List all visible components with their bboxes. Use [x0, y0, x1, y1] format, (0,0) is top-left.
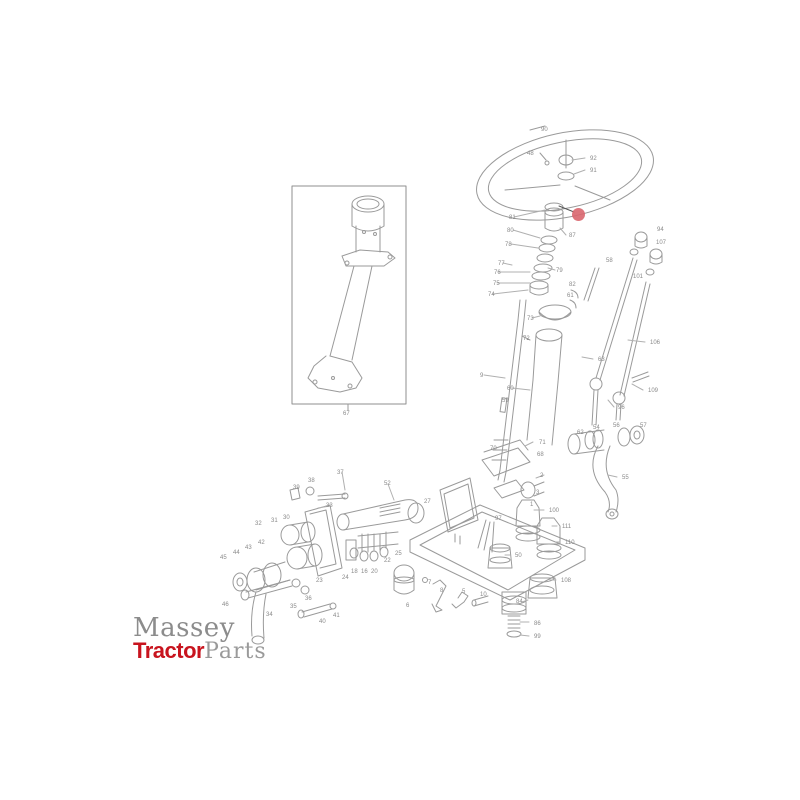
part-label: 92: [590, 156, 597, 162]
part-label: 50: [515, 553, 522, 559]
part-label: 5: [462, 589, 466, 595]
logo-parts: Parts: [204, 639, 267, 664]
part-label: 90: [541, 127, 548, 133]
part-label: 38: [308, 478, 315, 484]
part-label: 18: [351, 569, 358, 575]
part-label: 99: [534, 634, 541, 640]
part-label: 31: [271, 518, 278, 524]
part-label: 24: [342, 575, 349, 581]
part-label: 8: [440, 588, 444, 594]
part-label: 32: [255, 521, 262, 527]
part-label: 77: [498, 261, 505, 267]
part-label: 86: [534, 621, 541, 627]
logo-tractor: Tractor: [133, 638, 205, 663]
part-label: 82: [569, 282, 576, 288]
part-label: 100: [549, 508, 560, 514]
part-label: 62: [577, 430, 584, 436]
part-label: 44: [233, 550, 240, 556]
part-label: 36: [305, 596, 312, 602]
part-label: 10: [480, 592, 487, 598]
part-label: 94: [657, 227, 664, 233]
brand-logo: Massey TractorParts: [133, 613, 267, 664]
part-label: 25: [395, 551, 402, 557]
part-label: 59: [502, 398, 509, 404]
selector-detents: [478, 500, 561, 637]
part-label: 108: [561, 578, 572, 584]
steering-wheel: [468, 115, 662, 235]
part-label: 73: [527, 316, 534, 322]
part-label: 71: [539, 440, 546, 446]
part-label: 46: [222, 602, 229, 608]
part-label: 55: [622, 475, 629, 481]
part-label: 2: [540, 473, 544, 479]
inset-caption: 67: [343, 411, 350, 417]
part-label: 7: [428, 580, 432, 586]
part-label: 16: [361, 569, 368, 575]
part-label: 3: [536, 490, 540, 496]
part-label: 33: [326, 503, 333, 509]
part-label: 54: [593, 425, 600, 431]
part-label: 68: [537, 452, 544, 458]
part-label: 75: [493, 281, 500, 287]
part-label: 111: [562, 524, 572, 530]
part-label: 9: [480, 373, 484, 379]
part-label: 109: [648, 388, 659, 394]
steering-column-parts: [492, 203, 574, 482]
part-label: 63: [598, 357, 605, 363]
part-label: 37: [337, 470, 344, 476]
logo-line-massey: Massey: [133, 613, 235, 643]
part-label: 80: [507, 228, 514, 234]
part-label: 74: [488, 292, 495, 298]
part-label: 78: [505, 242, 512, 248]
part-label: 72: [523, 336, 530, 342]
part-label: 45: [220, 555, 227, 561]
inset-column-housing: [292, 186, 406, 410]
selector-shaft-assembly: [233, 487, 488, 644]
part-label: 96: [618, 405, 625, 411]
part-label: 27: [424, 499, 431, 505]
logo-line-tractorparts: TractorParts: [133, 639, 267, 664]
part-label: 56: [613, 423, 620, 429]
part-label: 70: [490, 446, 497, 452]
part-label: 48: [527, 151, 534, 157]
part-label: 40: [319, 619, 326, 625]
gearbox-top-cover: [410, 440, 585, 600]
part-label: 52: [384, 481, 391, 487]
part-label: 79: [556, 268, 563, 274]
part-label: 60: [507, 386, 514, 392]
part-label: 42: [258, 540, 265, 546]
part-label: 6: [406, 603, 410, 609]
part-label: 84: [516, 599, 523, 605]
part-label: 61: [567, 293, 574, 299]
leader-lines: [318, 158, 645, 636]
part-label: 22: [384, 558, 391, 564]
part-label: 20: [371, 569, 378, 575]
part-label: 101: [633, 274, 644, 280]
highlight-marker[interactable]: [572, 208, 585, 221]
part-label: 43: [245, 545, 252, 551]
cross-shaft-assembly: [568, 426, 644, 519]
part-label: 81: [509, 215, 516, 221]
part-label: 76: [494, 270, 501, 276]
part-label: 107: [656, 240, 667, 246]
part-label: 41: [333, 613, 340, 619]
gear-levers: [570, 232, 662, 425]
part-label: 91: [590, 168, 597, 174]
part-label: 58: [606, 258, 613, 264]
part-label: 1: [530, 502, 534, 508]
part-label: 110: [565, 540, 575, 546]
part-label: 97: [495, 516, 502, 522]
part-label: 57: [640, 423, 647, 429]
part-label: 35: [290, 604, 297, 610]
part-label: 87: [569, 233, 576, 239]
part-label: 30: [283, 515, 290, 521]
part-label: 23: [316, 578, 323, 584]
part-label: 34: [266, 612, 273, 618]
part-label: 39: [293, 485, 300, 491]
part-label: 106: [650, 340, 661, 346]
